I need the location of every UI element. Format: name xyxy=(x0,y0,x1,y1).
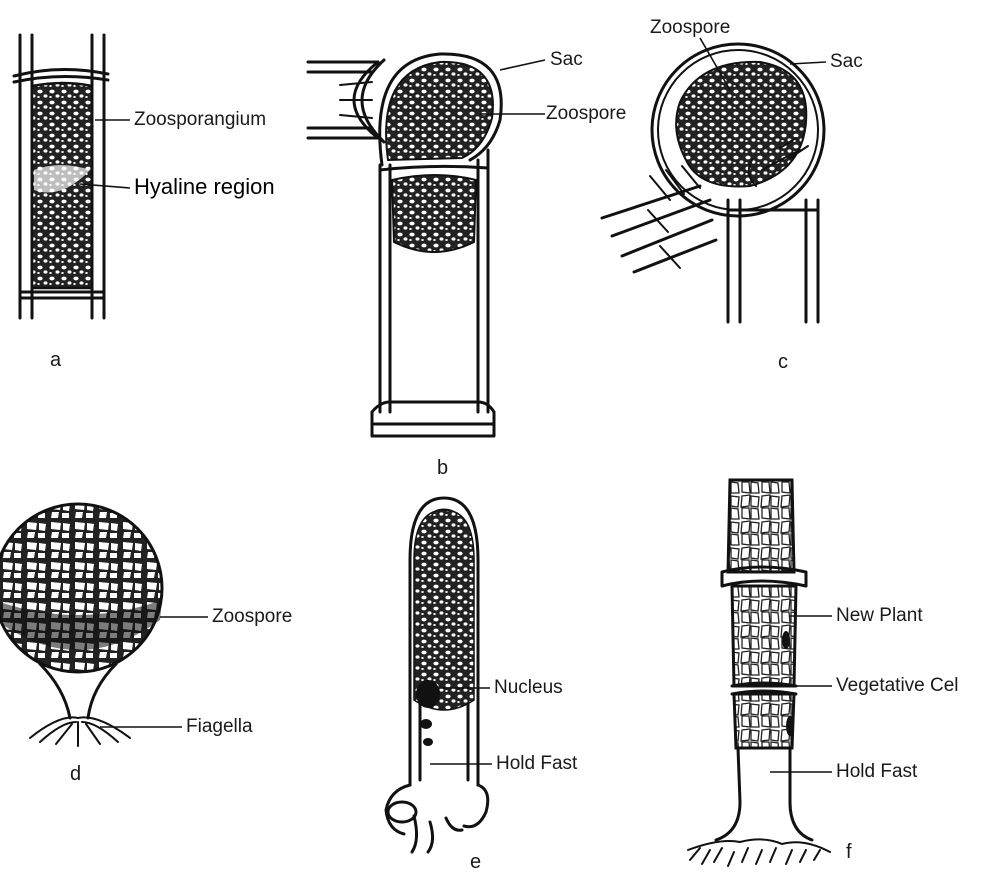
label-fiagella: Fiagella xyxy=(186,717,253,736)
label-sac-c: Sac xyxy=(830,52,863,71)
label-nucleus: Nucleus xyxy=(494,678,563,697)
panel-d-drawing xyxy=(0,504,162,746)
label-vegetative-cel: Vegetative Cel xyxy=(836,676,959,695)
panel-letter-f: f xyxy=(846,842,852,862)
label-zoosporangium: Zoosporangium xyxy=(134,110,266,129)
label-hyaline-region: Hyaline region xyxy=(134,176,275,198)
panel-e-drawing xyxy=(386,498,488,852)
label-new-plant: New Plant xyxy=(836,606,923,625)
panel-f-drawing xyxy=(688,480,830,866)
label-zoospore-b: Zoospore xyxy=(546,104,626,123)
label-sac-b: Sac xyxy=(550,50,583,69)
label-hold-fast-e: Hold Fast xyxy=(496,754,577,773)
panel-a-drawing xyxy=(14,35,108,318)
panel-b-drawing xyxy=(308,54,501,436)
panel-letter-d: d xyxy=(70,764,81,784)
label-zoospore-d: Zoospore xyxy=(212,607,292,626)
panel-letter-a: a xyxy=(50,350,61,370)
label-hold-fast-f: Hold Fast xyxy=(836,762,917,781)
panel-letter-b: b xyxy=(437,458,448,478)
label-zoospore-c: Zoospore xyxy=(650,18,730,37)
panel-letter-c: c xyxy=(778,352,788,372)
panel-c-drawing xyxy=(602,44,824,322)
panel-letter-e: e xyxy=(470,852,481,872)
